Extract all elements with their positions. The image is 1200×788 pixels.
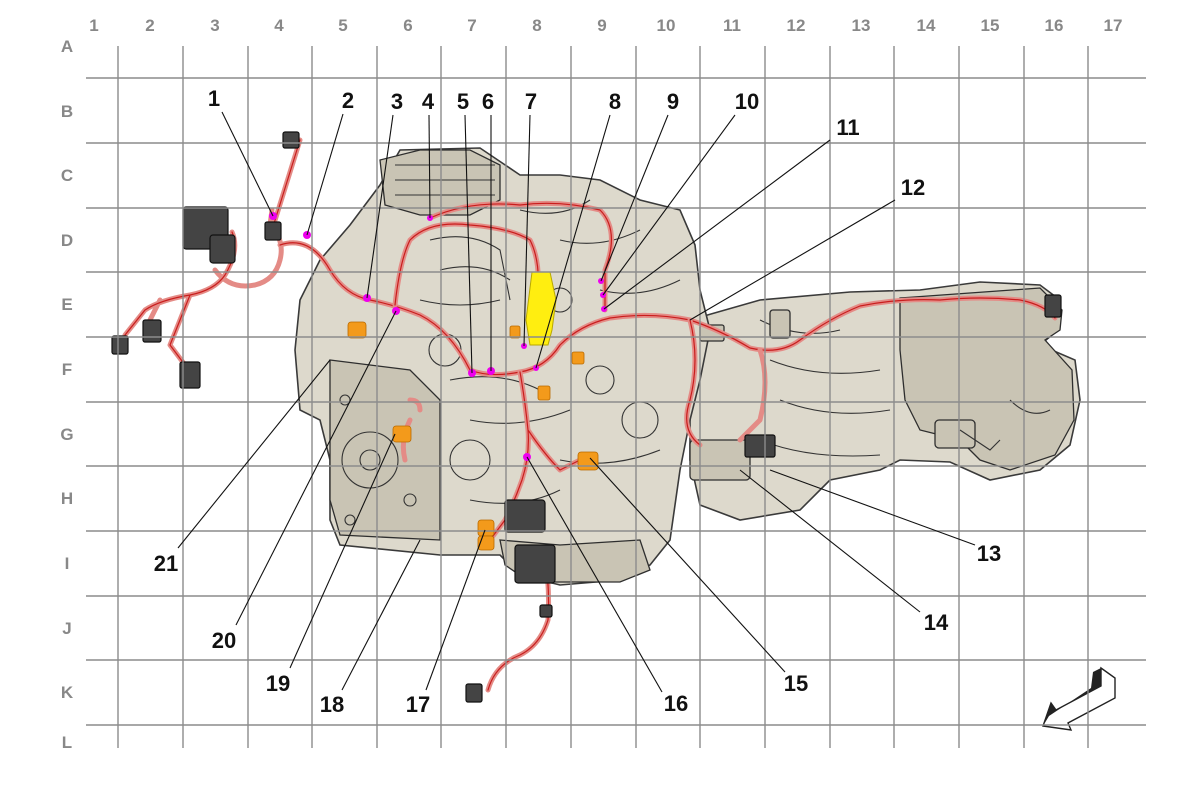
harness-connector-i8: [514, 544, 556, 584]
harness-connector-k7: [465, 683, 483, 703]
row-label: K: [61, 683, 74, 702]
callout-leader: [221, 111, 274, 217]
column-label: 4: [274, 16, 284, 35]
callout-leader: [425, 529, 486, 691]
column-label: 7: [467, 16, 476, 35]
callout-leaders: [177, 111, 976, 693]
callout-number: 8: [609, 89, 621, 114]
callout-leader: [526, 456, 663, 693]
column-label: 14: [917, 16, 936, 35]
module-connector-left-b: [209, 234, 236, 264]
row-label: A: [61, 37, 73, 56]
harness-connector-b4: [282, 131, 300, 149]
row-label: C: [61, 166, 73, 185]
row-label: E: [61, 295, 72, 314]
column-label: 17: [1104, 16, 1123, 35]
callout-number: 10: [735, 89, 759, 114]
callout-number: 2: [342, 88, 354, 113]
callout-number: 11: [836, 115, 859, 140]
column-label: 12: [787, 16, 806, 35]
callout-number: 20: [212, 628, 236, 653]
column-label: 2: [145, 16, 154, 35]
column-label: 13: [852, 16, 871, 35]
callout-leader: [464, 114, 473, 374]
callout-leader: [689, 199, 896, 321]
callout-number: 9: [667, 89, 679, 114]
transmission-connector: [744, 434, 776, 458]
orange-connector-h9: [577, 451, 599, 471]
callout-number: 6: [482, 89, 494, 114]
harness-connector-j8: [539, 604, 553, 618]
orange-connector-e5: [347, 321, 367, 339]
callout-number: 14: [924, 610, 949, 635]
callout-number: 18: [320, 692, 344, 717]
column-label: 8: [532, 16, 541, 35]
callout-leader: [739, 469, 921, 613]
orange-connector-g6: [392, 425, 412, 443]
callout-leader: [523, 114, 531, 347]
callout-leader: [602, 114, 736, 296]
row-label: I: [65, 554, 70, 573]
callout-number: 17: [406, 692, 430, 717]
callout-leader: [235, 310, 397, 626]
grid: [86, 46, 1146, 748]
callout-number: 15: [784, 671, 808, 696]
callout-leader: [535, 114, 611, 369]
callout-leader: [600, 114, 669, 282]
callout-number: 12: [901, 175, 925, 200]
callout-number: 16: [664, 691, 688, 716]
front-arrow-icon: [1042, 666, 1116, 731]
callout-leader: [769, 469, 976, 546]
orange-connector-i7a: [477, 519, 495, 537]
row-label: D: [61, 231, 73, 250]
row-label: B: [61, 102, 73, 121]
engine-illustration: [294, 147, 1081, 586]
callout-leader: [366, 114, 394, 299]
orange-connector-f8: [537, 385, 551, 401]
callout-number: 19: [266, 671, 290, 696]
column-label: 9: [597, 16, 606, 35]
callout-number: 1: [208, 86, 220, 111]
harness-connector-c2-b: [142, 319, 162, 343]
column-label: 11: [723, 16, 741, 35]
row-label: J: [62, 619, 71, 638]
orange-connector-e8: [509, 325, 521, 339]
callout-leader: [603, 139, 831, 310]
callout-leader: [341, 539, 421, 691]
callout-leader: [177, 359, 331, 549]
callout-leader: [306, 113, 344, 236]
column-label: 15: [981, 16, 1000, 35]
callout-leader: [428, 114, 431, 219]
callout-leader: [289, 433, 396, 669]
column-label: 6: [403, 16, 412, 35]
callout-number: 13: [977, 541, 1001, 566]
callout-leader: [589, 457, 786, 673]
row-label: G: [60, 425, 73, 444]
callout-number: 4: [422, 89, 435, 114]
column-label: 10: [657, 16, 676, 35]
callout-number: 5: [457, 89, 469, 114]
column-label: 16: [1045, 16, 1064, 35]
column-label: 3: [210, 16, 219, 35]
harness-connector-h8: [504, 499, 546, 533]
harness-connector-c2-a: [111, 335, 129, 355]
callout-number: 21: [154, 551, 178, 576]
callout-number: 7: [525, 89, 537, 114]
orange-connector-f9: [571, 351, 585, 365]
row-label: H: [61, 489, 73, 508]
transfer-case-connector: [1044, 294, 1062, 318]
column-label: 1: [89, 16, 98, 35]
callout-number: 3: [391, 89, 403, 114]
row-label: F: [62, 360, 72, 379]
row-label: L: [62, 733, 72, 752]
harness-connector-c3: [179, 361, 201, 389]
column-label: 5: [338, 16, 347, 35]
harness-connector-d4: [264, 221, 282, 241]
